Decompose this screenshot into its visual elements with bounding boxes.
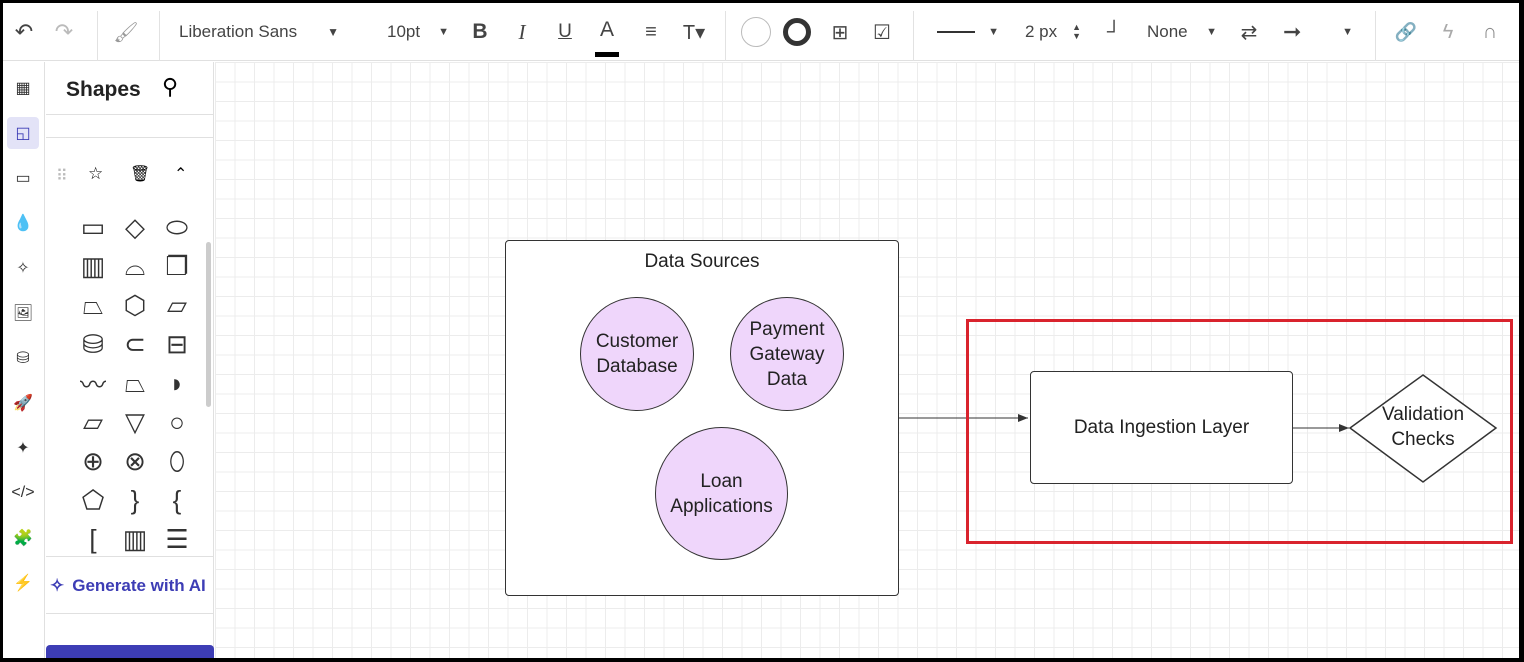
annotation-shape[interactable]: [ <box>89 524 97 554</box>
panel-scrollbar[interactable] <box>206 242 211 407</box>
font-family-select[interactable]: Liberation Sans▼ <box>179 22 339 41</box>
circle-shape[interactable]: ○ <box>169 407 185 437</box>
align-icon[interactable]: ≡ <box>645 20 657 43</box>
fill-drop-icon[interactable]: 💧 <box>13 215 33 232</box>
style-check-icon[interactable]: ☑ <box>873 21 891 44</box>
puzzle-icon[interactable]: 🧩 <box>13 530 33 547</box>
rocket-icon[interactable]: 🚀 <box>13 395 33 412</box>
image-icon[interactable]: 🖼 <box>12 305 34 322</box>
text-color-button[interactable]: A <box>595 7 619 57</box>
multi-document-shape[interactable]: ❐ <box>165 251 189 281</box>
swap-arrows-icon[interactable]: ⇄ <box>1240 21 1258 44</box>
connectors <box>899 374 1498 483</box>
fill-color-button[interactable] <box>740 3 772 61</box>
magic-wand-icon[interactable]: ✧ <box>16 260 30 277</box>
table-shape[interactable]: ▥ <box>122 524 148 554</box>
text-options-icon[interactable]: T▾ <box>682 21 706 44</box>
templates-button[interactable] <box>46 645 214 658</box>
crop-icon[interactable]: ⊞ <box>831 21 849 44</box>
panel-title: Shapes <box>66 78 141 101</box>
container-label: Data Sources <box>644 251 760 272</box>
line-width-value: 2 px <box>1025 22 1058 41</box>
magnet-icon[interactable]: ∩ <box>1482 20 1498 43</box>
cylinder-shape[interactable]: ⛁ <box>82 329 104 359</box>
internal-storage-shape[interactable]: ⊟ <box>166 329 188 359</box>
line-color-button[interactable] <box>781 3 813 61</box>
sparkle-icon[interactable]: ✦ <box>16 440 30 457</box>
shapes-panel: Shapes ⚲ ⠿ ☆ 🗑 ⌃ ▭ ◇ ⬭ ▥ ⌓ ❐ ⏢ ⬡ ▱ ⛁ ⊂ ⊟ 〰 ⏢ ◗ ▱ ▽ ○ ⊕ ⊗ ⬯ ⬠}… <box>46 62 214 658</box>
bold-button[interactable]: B <box>472 20 488 43</box>
left-rail: ▦ ◱ ▭ 💧 ✧ 🖼 ⛁ 🚀 ✦ </> 🧩 ⚡ <box>3 62 45 658</box>
customer-database-circle[interactable]: Customer Database <box>580 297 694 411</box>
payment-gateway-circle[interactable]: Payment Gateway Data <box>730 297 844 411</box>
redo-button[interactable]: ↷ <box>54 19 74 44</box>
validation-label[interactable]: Validation Checks <box>1381 404 1465 450</box>
quick-action-icon[interactable]: ⚡ <box>13 575 33 592</box>
terminator-shape[interactable]: ⬭ <box>165 211 189 242</box>
font-size-select[interactable]: 10pt▼ <box>387 22 449 41</box>
brace-right-shape[interactable]: { <box>172 485 182 515</box>
data-ingestion-box[interactable]: Data Ingestion Layer <box>1030 371 1293 484</box>
list-shape[interactable]: ☰ <box>165 524 189 554</box>
italic-button[interactable]: I <box>518 19 526 44</box>
delay-shape[interactable]: ◗ <box>169 368 185 398</box>
line-start-select[interactable]: None▼ <box>1147 22 1217 41</box>
canvas[interactable]: Data Sources Customer Database Payment G… <box>215 62 1519 658</box>
shapes-icon[interactable]: ◱ <box>7 117 39 149</box>
summing-shape[interactable]: ⊗ <box>124 446 146 476</box>
drag-handle-icon[interactable]: ⠿ <box>56 168 68 185</box>
generate-with-ai-button[interactable]: ✧Generate with AI <box>50 576 206 595</box>
code-icon[interactable]: </> <box>11 484 35 501</box>
toolbar: ↶ ↷ 🖌 Liberation Sans▼ 10pt▼ B I U A ≡ T… <box>3 3 1519 61</box>
font-family-value: Liberation Sans <box>179 22 298 41</box>
search-icon[interactable]: ⚲ <box>162 74 179 99</box>
stored-data-shape[interactable]: ⊂ <box>124 329 146 359</box>
shape-library: ▭ ◇ ⬭ ▥ ⌓ ❐ ⏢ ⬡ ▱ ⛁ ⊂ ⊟ 〰 ⏢ ◗ ▱ ▽ ○ ⊕ ⊗ ⬯ ⬠} { [ ▥ ☰ <box>72 208 198 559</box>
or-shape[interactable]: ⊕ <box>82 446 104 476</box>
card-shape[interactable]: ▱ <box>83 407 103 437</box>
format-painter-icon[interactable]: 🖌 <box>113 21 139 44</box>
line-style-select[interactable]: ▼ <box>937 3 999 61</box>
lightning-icon[interactable]: ϟ <box>1442 20 1454 43</box>
sparkle-icon: ✧ <box>50 576 65 595</box>
process-shape[interactable]: ▥ <box>80 251 106 281</box>
hexagon-shape[interactable]: ⬡ <box>123 290 147 320</box>
connector-style-icon[interactable]: ┘ <box>1106 20 1122 43</box>
layout-icon[interactable]: ▦ <box>15 80 31 97</box>
undo-button[interactable]: ↶ <box>14 19 34 44</box>
brace-left-shape[interactable]: } <box>130 485 140 515</box>
line-end-select[interactable]: ➞▼ <box>1283 19 1353 44</box>
line-start-value: None <box>1147 22 1188 41</box>
trash-icon[interactable]: 🗑 <box>130 166 151 183</box>
highlight-box <box>966 319 1513 544</box>
diamond-shape[interactable]: ◇ <box>125 212 145 242</box>
database-link-icon[interactable]: ⛁ <box>16 350 30 367</box>
off-page-shape[interactable]: ⬠ <box>81 485 105 515</box>
link-icon[interactable]: 🔗 <box>1394 21 1418 42</box>
parallelogram-shape[interactable]: ▱ <box>167 290 187 320</box>
document-shape[interactable]: ⌓ <box>124 250 146 281</box>
underline-button[interactable]: U <box>558 21 572 42</box>
trapezoid-shape[interactable]: ⏢ <box>124 367 146 398</box>
font-size-value: 10pt <box>387 22 421 41</box>
triangle-shape[interactable]: ▽ <box>125 407 145 437</box>
display-shape[interactable]: ⬯ <box>168 445 186 476</box>
frame-icon[interactable]: ▭ <box>15 170 31 187</box>
app-window: ↶ ↷ 🖌 Liberation Sans▼ 10pt▼ B I U A ≡ T… <box>3 3 1519 658</box>
collapse-icon[interactable]: ⌃ <box>174 166 188 183</box>
line-width-stepper[interactable]: 2 px▲▼ <box>1025 22 1081 41</box>
tape-shape[interactable]: 〰 <box>79 370 106 400</box>
manual-input-shape[interactable]: ⏢ <box>82 289 104 320</box>
validation-diamond <box>1348 374 1498 483</box>
rectangle-shape[interactable]: ▭ <box>80 212 106 242</box>
star-icon[interactable]: ☆ <box>88 164 104 183</box>
loan-applications-circle[interactable]: Loan Applications <box>655 427 788 560</box>
